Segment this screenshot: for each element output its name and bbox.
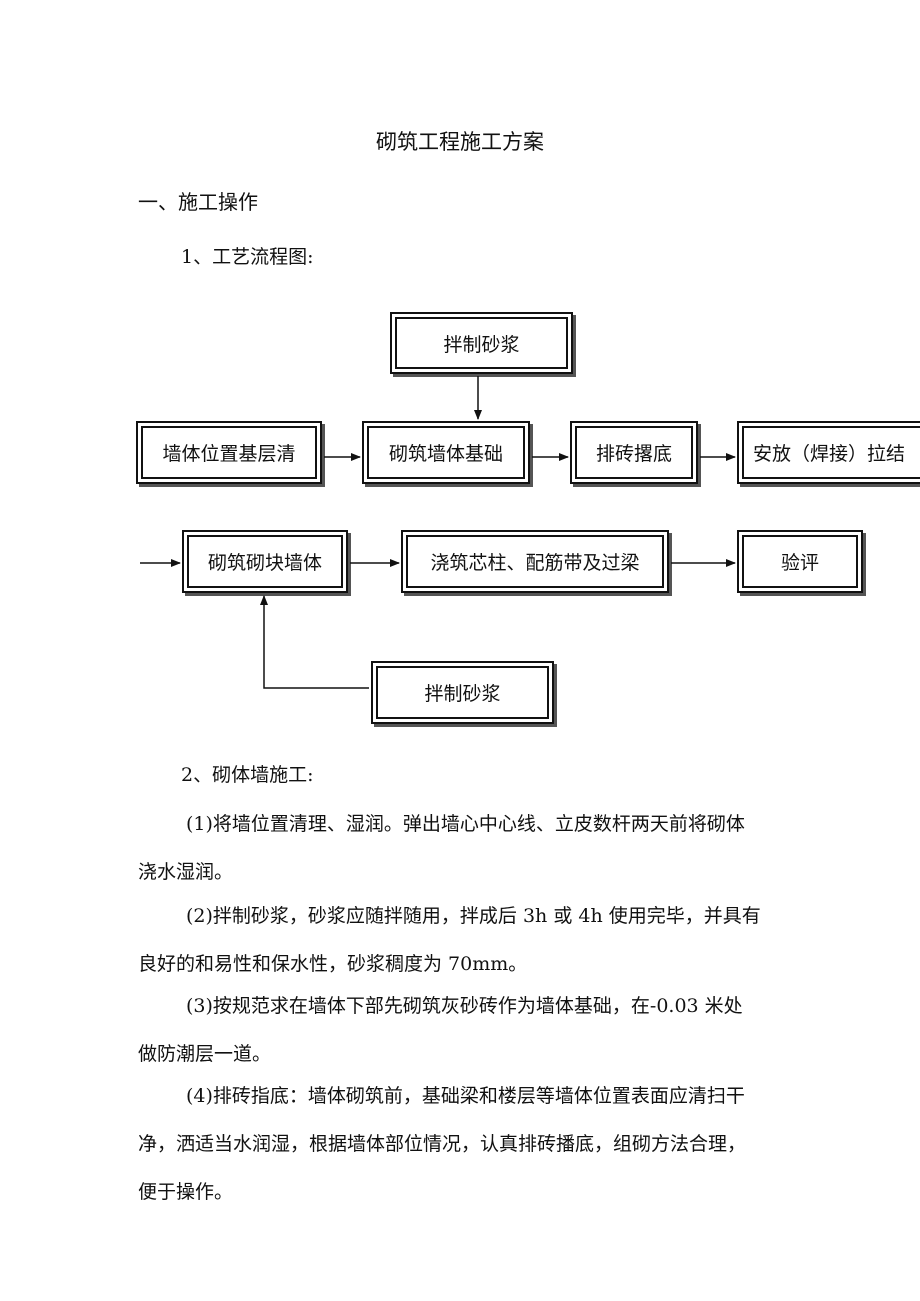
flow-arrows	[140, 376, 736, 689]
paragraph-3: (3)按规范求在墙体下部先砌筑灰砂砖作为墙体基础，在-0.03 米处 做防潮层一…	[138, 982, 788, 1078]
flow-box-mix-mortar-bottom: 拌制砂浆	[371, 661, 554, 724]
paragraph-4: (4)排砖指底：墙体砌筑前，基础梁和楼层等墙体位置表面应清扫干 净，洒适当水润湿…	[138, 1072, 788, 1216]
arrow-mortar-to-block-wall	[260, 595, 369, 689]
subsection-heading-flowchart: 1、工艺流程图:	[181, 246, 314, 268]
flow-box-wall-foundation: 砌筑墙体基础	[362, 421, 530, 484]
flow-box-brick-layout: 排砖撂底	[570, 421, 698, 484]
paragraph-line: 净，洒适当水润湿，根据墙体部位情况，认真排砖播底，组砌方法合理，	[138, 1133, 747, 1155]
paragraph-line: (1)将墙位置清理、湿润。弹出墙心中心线、立皮数杆两天前将砌体	[186, 813, 745, 835]
paragraph-line: 浇水湿润。	[138, 861, 234, 883]
flow-box-pour-core: 浇筑芯柱、配筋带及过梁	[401, 530, 669, 593]
subsection-heading-masonry: 2、砌体墙施工:	[181, 764, 314, 786]
page-title: 砌筑工程施工方案	[376, 130, 544, 154]
paragraph-line: (2)拌制砂浆，砂浆应随拌随用，拌成后 3h 或 4h 使用完毕，并具有	[186, 905, 761, 927]
flow-box-acceptance: 验评	[737, 530, 863, 593]
flow-box-block-wall: 砌筑砌块墙体	[182, 530, 348, 593]
flow-box-clean-base: 墙体位置基层清	[136, 421, 322, 484]
paragraph-line: 良好的和易性和保水性，砂浆稠度为 70mm。	[138, 953, 528, 975]
paragraph-line: (3)按规范求在墙体下部先砌筑灰砂砖作为墙体基础，在-0.03 米处	[186, 995, 743, 1017]
section-heading: 一、施工操作	[138, 190, 258, 214]
paragraph-line: 做防潮层一道。	[138, 1043, 272, 1065]
paragraph-2: (2)拌制砂浆，砂浆应随拌随用，拌成后 3h 或 4h 使用完毕，并具有 良好的…	[138, 892, 788, 988]
flow-box-tie-bars: 安放（焊接）拉结	[737, 421, 920, 484]
paragraph-line: 便于操作。	[138, 1181, 234, 1203]
paragraph-1: (1)将墙位置清理、湿润。弹出墙心中心线、立皮数杆两天前将砌体 浇水湿润。	[138, 800, 788, 896]
flow-box-mix-mortar-top: 拌制砂浆	[390, 312, 573, 374]
paragraph-line: (4)排砖指底：墙体砌筑前，基础梁和楼层等墙体位置表面应清扫干	[186, 1085, 745, 1107]
